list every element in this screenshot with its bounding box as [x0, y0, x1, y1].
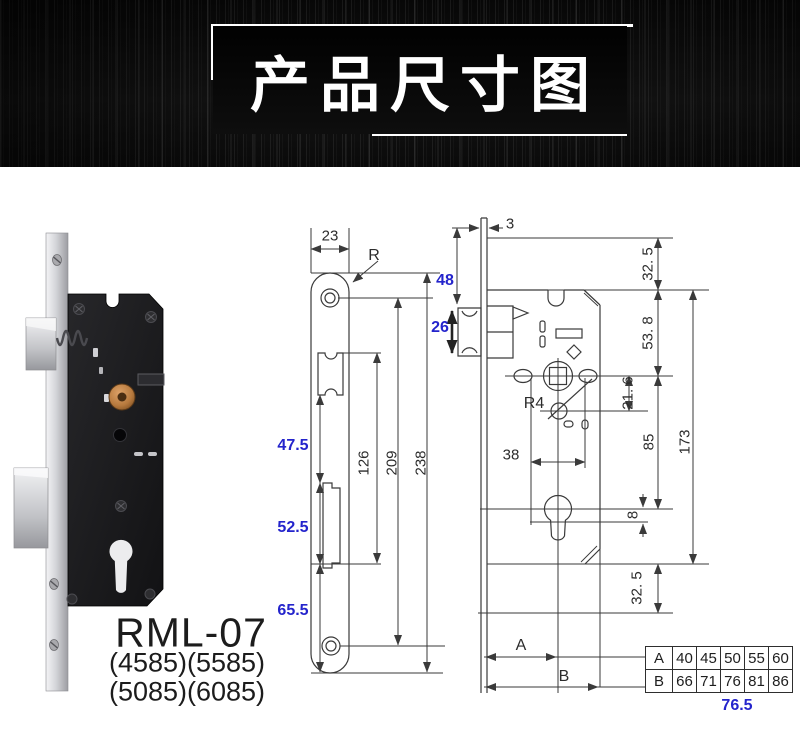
dim-plate-width: 23 [321, 227, 339, 245]
dim-case-height: 173 [676, 429, 694, 455]
dim-plate-length: 238 [412, 450, 430, 476]
row-a-val-4: 60 [768, 646, 793, 670]
row-b-val-4: 86 [768, 669, 793, 693]
dim-screw-span: 209 [383, 450, 401, 476]
row-b-val-0: 66 [672, 669, 697, 693]
header-banner: 产品尺寸图 [0, 0, 800, 167]
row-b-label: B [645, 669, 673, 693]
title-frame-top [211, 24, 633, 27]
dim-hub-to-hole: 21. 6 [619, 376, 637, 410]
dim-note-76-5: 76.5 [721, 697, 753, 714]
dim-cylinder-to-bottom: 65.5 [277, 602, 309, 619]
dim-latch-to-cylinder: 47.5 [277, 437, 309, 454]
dim-cylinder-cutout: 52.5 [277, 519, 309, 536]
row-a-val-2: 50 [720, 646, 745, 670]
table-row-a: A 40 45 50 55 60 [645, 646, 793, 670]
dim-overall-label: B [558, 668, 570, 685]
size-table: A 40 45 50 55 60 B 66 71 76 81 86 [645, 646, 793, 693]
row-a-val-3: 55 [744, 646, 769, 670]
dim-corner-radius: R [368, 247, 380, 264]
row-b-val-2: 76 [720, 669, 745, 693]
row-b-val-1: 71 [696, 669, 721, 693]
dim-top-margin: 32. 5 [639, 247, 657, 281]
dim-top-to-latch: 48 [436, 272, 454, 289]
dim-cylinder-offset: 8 [624, 510, 642, 520]
title-frame-left [211, 24, 214, 80]
dim-hub-to-cylinder: 85 [640, 433, 658, 451]
row-a-val-0: 40 [672, 646, 697, 670]
title-box: 产品尺寸图 [213, 26, 627, 134]
table-row-b: B 66 71 76 81 86 [645, 669, 793, 693]
model-name: RML-07 [115, 609, 267, 656]
dim-latch-height: 26 [431, 319, 449, 336]
body-drawing [446, 217, 709, 693]
dim-faceplate-thickness: 3 [505, 215, 515, 233]
row-a-val-1: 45 [696, 646, 721, 670]
dim-hole-radius: R4 [523, 395, 545, 412]
row-b-val-3: 81 [744, 669, 769, 693]
page-title: 产品尺寸图 [250, 50, 600, 121]
dim-top-to-hub: 53. 8 [639, 316, 657, 350]
dim-hub-offset: 38 [502, 446, 520, 464]
lock-photo [13, 232, 165, 692]
dim-cutout-span: 126 [355, 450, 373, 476]
model-sizes-line2: (5085)(6085) [108, 676, 266, 707]
dim-bottom-margin: 32. 5 [628, 571, 646, 605]
faceplate-drawing [310, 228, 445, 674]
title-frame-bottom [372, 133, 627, 136]
dim-backset-label: A [515, 637, 527, 654]
model-sizes-line1: (4585)(5585) [108, 647, 266, 678]
row-a-label: A [645, 646, 673, 670]
